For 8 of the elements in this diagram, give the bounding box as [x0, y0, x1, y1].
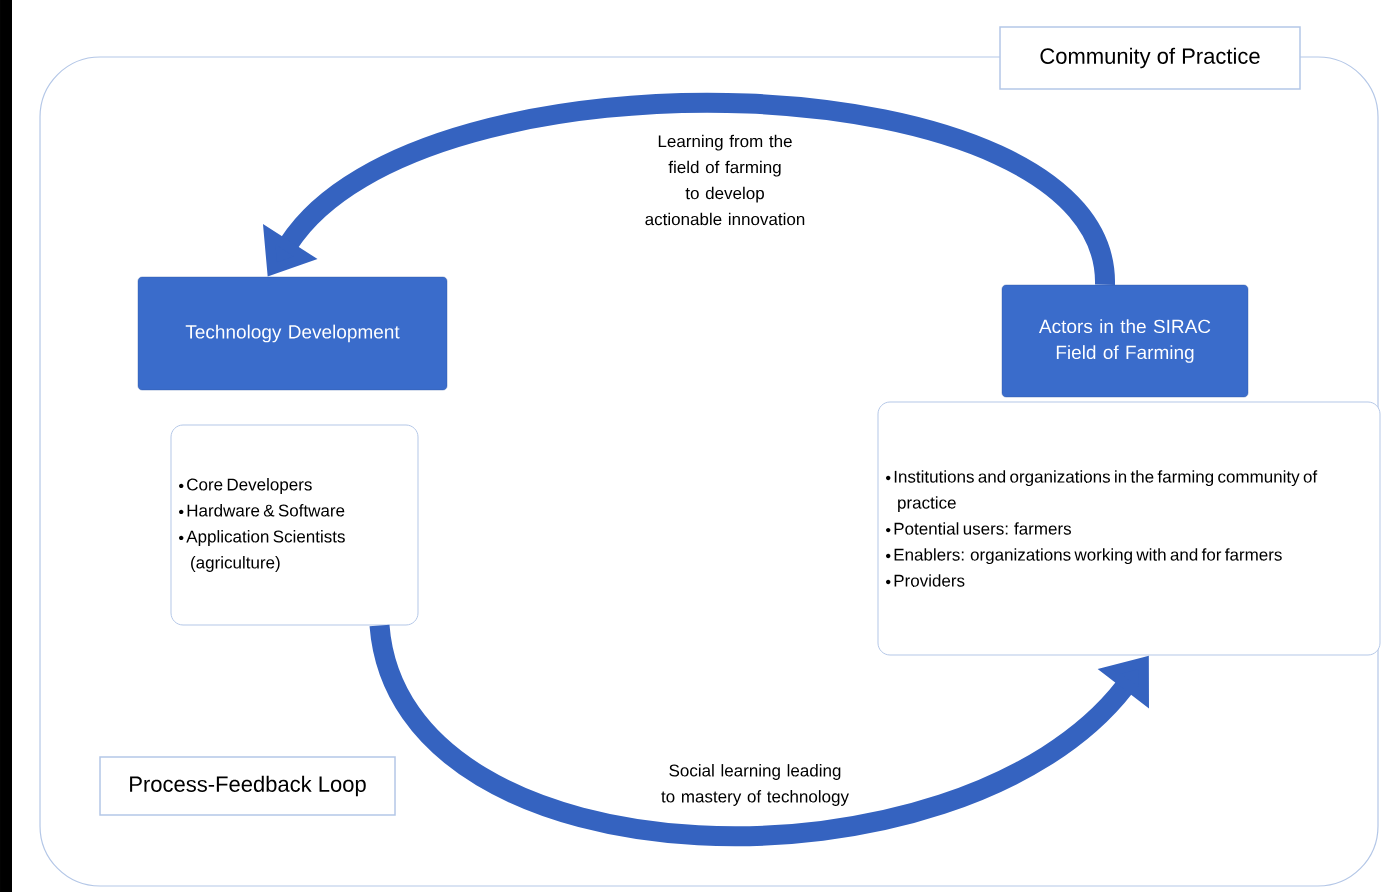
process-box: Technology Development	[137, 276, 448, 391]
process-box: Actors in the SIRAC Field of Farming	[1001, 284, 1249, 398]
curved-arrow	[369, 623, 1149, 846]
label-box: Process-Feedback Loop	[99, 756, 396, 816]
bullet-list-box: Institutions and organizations in the farming community of practice Potential users: farmers Enablers: organizations working with and for farmers Providers	[877, 401, 1381, 656]
bullet-list-box: Core Developers Hardware & Software Application Scientists (agriculture)	[170, 424, 419, 626]
edge-label: Learning from the field of farming to develop actionable innovation	[636, 131, 814, 229]
edge-label: Social learning leading to mastery of technology	[651, 760, 859, 810]
